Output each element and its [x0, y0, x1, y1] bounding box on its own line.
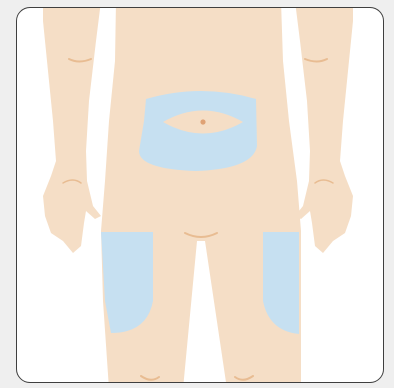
left-thigh-region — [101, 232, 153, 333]
left-arm — [43, 7, 101, 253]
illustration-card — [16, 7, 384, 383]
navel — [200, 119, 205, 124]
abdomen-region — [139, 91, 257, 171]
body-diagram — [16, 7, 384, 383]
right-arm — [295, 7, 353, 253]
